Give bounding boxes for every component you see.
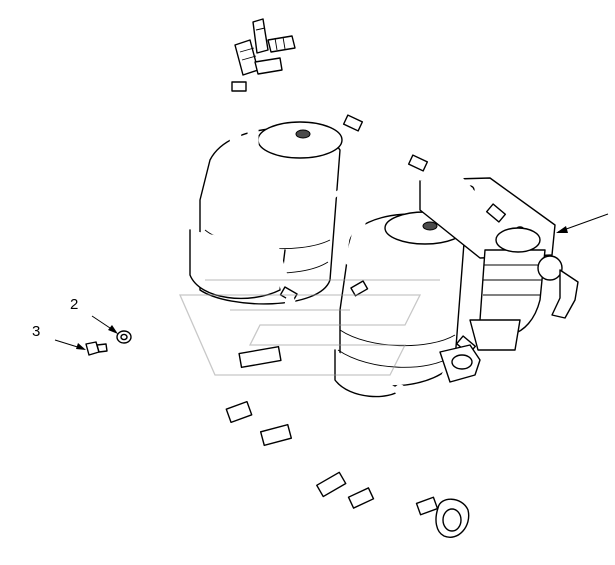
- callout-3: 3: [32, 323, 108, 356]
- callout-1: [556, 213, 609, 233]
- water-separator-filter: [469, 227, 579, 351]
- drain-connector: [439, 344, 481, 383]
- callout-2: 2: [70, 296, 132, 344]
- lower-clamps: [225, 345, 470, 538]
- hose-barb-fittings: [234, 18, 296, 76]
- callout-3-label: 3: [32, 323, 40, 340]
- left-loop-hose: [123, 89, 306, 336]
- bolt-part: [85, 341, 108, 356]
- upper-hoses: [229, 69, 498, 306]
- callout-2-label: 2: [70, 296, 78, 313]
- watermark-logo: [179, 279, 440, 376]
- front-filter-housing: [334, 211, 466, 398]
